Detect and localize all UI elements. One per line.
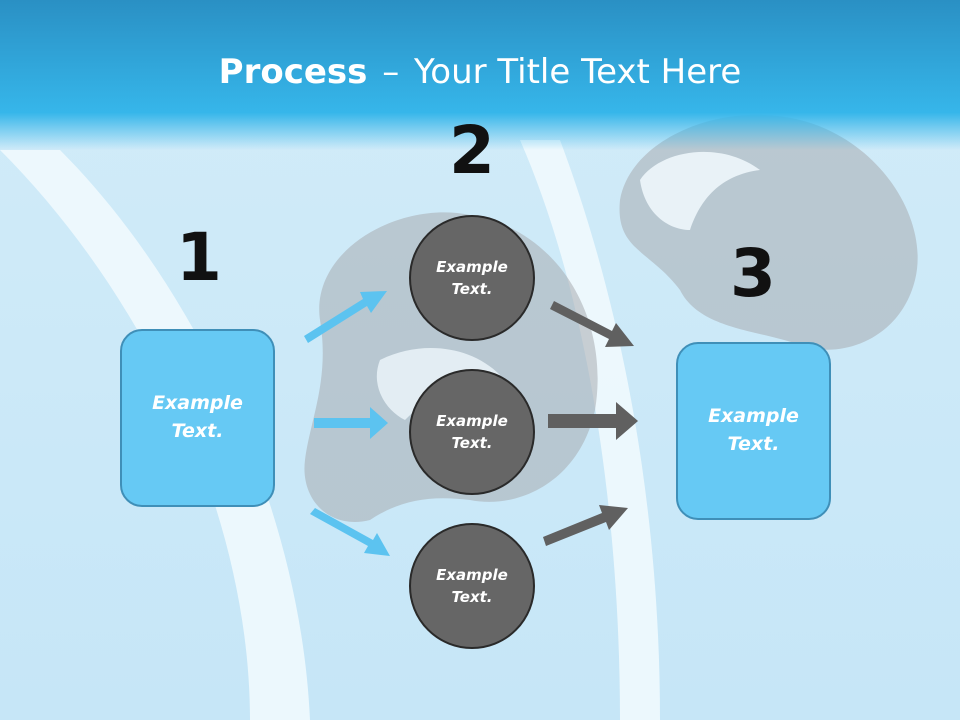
step-number-3: 3 [730, 235, 776, 312]
title-banner [0, 0, 960, 150]
arrow-from-top-circle [550, 301, 634, 347]
step-number-1: 1 [176, 219, 222, 296]
arrow-to-bottom-circle [310, 508, 390, 556]
step-2-circle-middle: Example Text. [409, 369, 535, 495]
arrow-to-middle-circle [314, 407, 388, 439]
arrow-from-middle-circle [548, 402, 638, 440]
arrow-from-bottom-circle [543, 505, 628, 546]
slide-title-separator: – [382, 52, 400, 92]
slide-title-bold: Process [218, 52, 368, 92]
background-globe-highlight [640, 151, 760, 230]
arrow-to-top-circle [304, 291, 387, 343]
step-1-text: Example Text. [152, 392, 243, 442]
step-3-box: Example Text. [676, 342, 831, 520]
background-stripe-left [0, 150, 310, 720]
slide-title: Process – Your Title Text Here [0, 52, 960, 92]
step-2-circle-bottom: Example Text. [409, 523, 535, 649]
step-1-box: Example Text. [120, 329, 275, 507]
background-globe-right [619, 114, 918, 350]
step-3-text: Example Text. [708, 405, 799, 455]
background-stripe-center [520, 140, 660, 720]
slide-title-rest: Your Title Text Here [414, 52, 742, 92]
step-2-bottom-text: Example Text. [436, 565, 508, 607]
step-2-top-text: Example Text. [436, 257, 508, 299]
step-2-circle-top: Example Text. [409, 215, 535, 341]
step-number-2: 2 [449, 112, 495, 189]
step-2-middle-text: Example Text. [436, 411, 508, 453]
